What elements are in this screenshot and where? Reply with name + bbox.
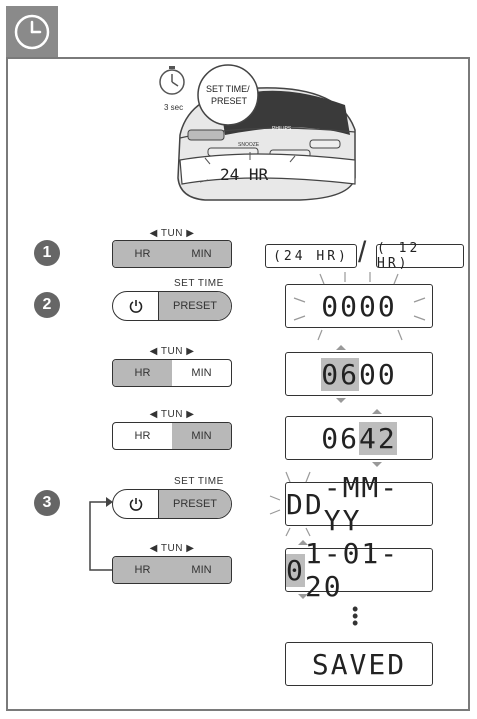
- min-button[interactable]: MIN: [172, 241, 231, 267]
- hr-button[interactable]: HR: [113, 241, 172, 267]
- date-rest-value: 1-01-20: [304, 537, 400, 603]
- tun-label-2: ◀ TUN ▶: [149, 346, 195, 357]
- step-1-badge: 1: [34, 240, 60, 266]
- min-button[interactable]: MIN: [191, 367, 212, 379]
- date-dd: DD: [286, 487, 324, 521]
- settime-label-2: SET TIME: [174, 476, 224, 487]
- preset-button[interactable]: PRESET: [158, 292, 231, 320]
- power-icon[interactable]: [113, 292, 158, 320]
- down-arrow-icon: [336, 398, 346, 403]
- min-button[interactable]: MIN: [172, 423, 231, 449]
- hr-min-buttons-3[interactable]: HR MIN: [112, 556, 232, 584]
- tun-label-3: ◀ TUN ▶: [149, 409, 195, 420]
- callout-line1: SET TIME/: [206, 84, 250, 94]
- date-rest: -MM-YY: [323, 471, 400, 537]
- hr-min-buttons-min-active[interactable]: HR MIN: [112, 422, 232, 450]
- minutes-digits: 00: [359, 357, 397, 391]
- instruction-frame: [6, 57, 470, 711]
- callout-line2: PRESET: [211, 96, 248, 106]
- min-button[interactable]: MIN: [172, 557, 231, 583]
- up-arrow-icon: [372, 409, 382, 414]
- power-preset-buttons[interactable]: PRESET: [112, 291, 232, 321]
- brand-logo: PHILIPS: [272, 126, 292, 132]
- up-arrow-icon: [298, 540, 308, 545]
- snooze-label: SNOOZE: [238, 142, 260, 148]
- date-day-digit: 0: [286, 553, 305, 587]
- hr-min-buttons[interactable]: HR MIN: [112, 240, 232, 268]
- hr-button[interactable]: HR: [113, 557, 172, 583]
- settime-label: SET TIME: [174, 278, 224, 289]
- step-2-badge: 2: [34, 292, 60, 318]
- tun-label-4: ◀ TUN ▶: [149, 543, 195, 554]
- step-3-badge: 3: [34, 490, 60, 516]
- format-separator: /: [358, 236, 367, 269]
- loop-arrow-icon: [89, 497, 113, 571]
- hr-min-buttons-hr-active[interactable]: HR MIN: [112, 359, 232, 387]
- down-arrow-icon: [372, 462, 382, 467]
- power-preset-buttons-2[interactable]: PRESET: [112, 489, 232, 519]
- preset-button[interactable]: PRESET: [158, 490, 231, 518]
- hr-button[interactable]: HR: [113, 360, 172, 386]
- flash-rays-2: [269, 471, 311, 537]
- up-arrow-icon: [336, 345, 346, 350]
- lcd-date-format: DD-MM-YY: [285, 471, 433, 537]
- hours-digits: 06: [321, 421, 359, 455]
- clock-icon: [14, 14, 50, 50]
- lcd-24hr: (24 HR): [265, 244, 357, 268]
- lcd-saved: SAVED: [285, 642, 433, 686]
- hold-duration: 3 sec: [164, 103, 183, 112]
- clock-section-tab: [6, 6, 58, 58]
- flash-rays: [293, 272, 426, 341]
- lcd-12hr: ( 12 HR): [376, 241, 464, 271]
- hr-button[interactable]: HR: [134, 430, 151, 442]
- hero-display-text: 24 HR: [220, 165, 269, 184]
- minutes-digits: 42: [359, 421, 397, 455]
- stopwatch-icon: [159, 66, 185, 95]
- tun-label: ◀ TUN ▶: [149, 228, 195, 239]
- down-arrow-icon: [298, 594, 308, 599]
- clock-radio-illustration: 3 sec PHILIPS SNOOZE 24 HR SET TIME/ PRE…: [159, 64, 356, 201]
- hours-digits: 06: [321, 357, 359, 391]
- ellipsis-dots: •••: [352, 599, 359, 633]
- power-icon[interactable]: [113, 490, 158, 518]
- lcd-flashing-zero: 0000: [285, 284, 433, 328]
